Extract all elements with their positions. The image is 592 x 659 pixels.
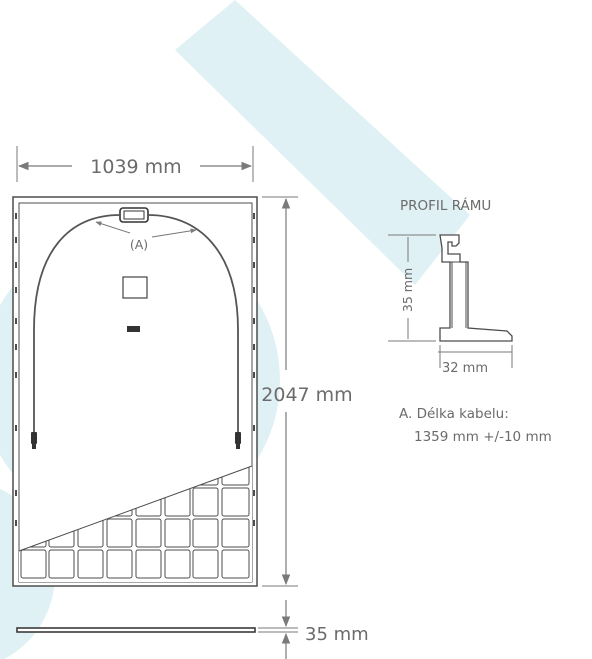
frame-profile: PROFIL RÁMU 35 mm 32 mm bbox=[388, 197, 513, 376]
solar-panel: (A) bbox=[12, 196, 258, 587]
cable bbox=[33, 214, 121, 432]
cutaway-edge bbox=[18, 465, 253, 552]
profile-width-label: 32 mm bbox=[442, 361, 488, 376]
cable-length-note: A. Délka kabelu: 1359 mm +/-10 mm bbox=[399, 406, 552, 445]
side-view: 35 mm bbox=[16, 600, 369, 659]
profile-height-label: 35 mm bbox=[400, 268, 415, 312]
serial-tag bbox=[127, 326, 140, 332]
height-dimension: 2047 mm bbox=[261, 196, 353, 587]
width-label: 1039 mm bbox=[90, 156, 181, 178]
mounting-holes bbox=[15, 213, 255, 526]
cable-connectors bbox=[31, 432, 241, 449]
thickness-label: 35 mm bbox=[305, 624, 369, 645]
label-plate bbox=[122, 276, 148, 299]
cable-marker: (A) bbox=[130, 237, 148, 252]
width-dimension: 1039 mm bbox=[16, 146, 254, 182]
profile-shape bbox=[439, 234, 513, 342]
height-label: 2047 mm bbox=[261, 384, 352, 406]
profile-title: PROFIL RÁMU bbox=[400, 197, 491, 214]
note-line-1: A. Délka kabelu: bbox=[399, 406, 509, 422]
note-line-2: 1359 mm +/-10 mm bbox=[414, 429, 552, 445]
